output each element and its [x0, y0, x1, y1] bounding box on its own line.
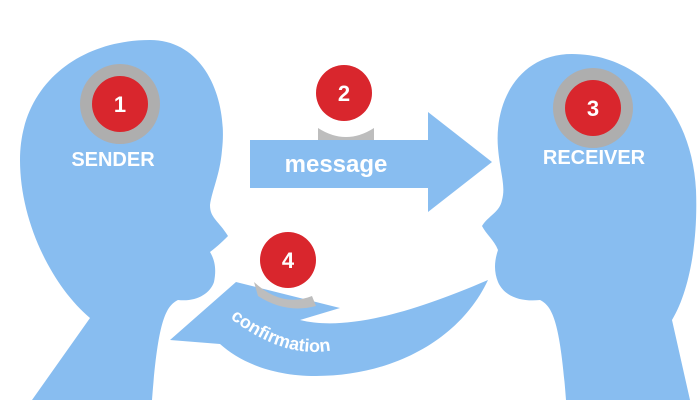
sender-head: 1 SENDER	[20, 40, 228, 400]
confirmation-badge-number: 4	[282, 248, 295, 273]
receiver-badge	[565, 80, 621, 136]
receiver-head: 3 RECEIVER	[482, 54, 697, 400]
receiver-label: RECEIVER	[543, 147, 646, 169]
message-badge-shadow	[318, 128, 374, 140]
message-badge-number: 2	[338, 81, 350, 106]
message-badge	[316, 65, 372, 121]
confirmation-badge-shadow	[254, 282, 316, 309]
sender-label: SENDER	[71, 149, 155, 171]
confirmation-arrow-shape	[170, 280, 488, 376]
message-arrow-shape	[250, 112, 492, 212]
sender-head-silhouette	[20, 40, 228, 400]
sender-badge	[92, 76, 148, 132]
sender-badge-number: 1	[114, 92, 126, 117]
confirmation-badge	[260, 232, 316, 288]
confirmation-arrow: 4 confirmation	[170, 232, 488, 376]
receiver-badge-number: 3	[587, 96, 599, 121]
message-label: message	[285, 151, 388, 178]
receiver-head-silhouette	[482, 54, 697, 400]
message-arrow: 2 message	[250, 65, 492, 212]
